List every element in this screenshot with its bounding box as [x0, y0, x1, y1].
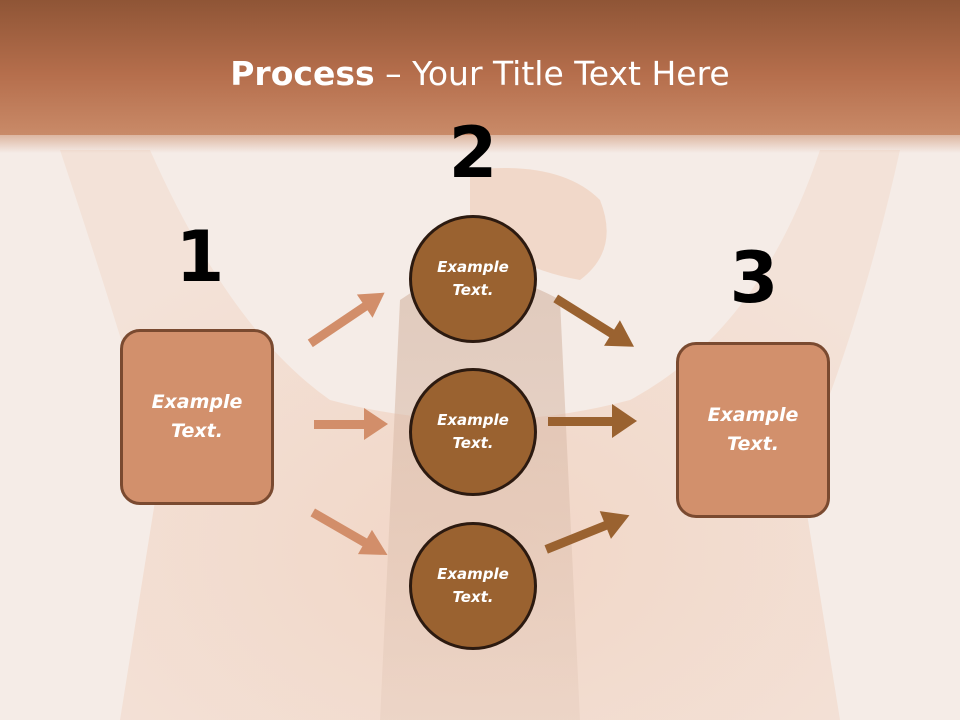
arrow-down-right — [310, 508, 388, 555]
step-2-circle-bottom: Example Text. — [409, 522, 537, 650]
arrow-up-right — [307, 292, 385, 348]
slide-title: Process – Your Title Text Here — [0, 52, 960, 96]
step-number-3: 3 — [729, 237, 779, 319]
step-2-circle-middle: Example Text. — [409, 368, 537, 496]
arrow-right-2 — [548, 404, 637, 438]
step-1-box: Example Text. — [120, 329, 274, 505]
left-arrows — [307, 292, 388, 555]
step-3-label: Example Text. — [707, 404, 799, 455]
circle-top-label: Example Text. — [437, 258, 509, 299]
title-rest: – Your Title Text Here — [374, 54, 730, 93]
step-3-box: Example Text. — [676, 342, 830, 518]
title-band — [0, 0, 960, 153]
title-bold: Process — [230, 54, 375, 93]
circle-middle-label: Example Text. — [437, 411, 509, 452]
step-number-1: 1 — [175, 216, 225, 298]
step-2-circle-top: Example Text. — [409, 215, 537, 343]
arrow-down-right-2 — [553, 294, 635, 347]
circle-bottom-label: Example Text. — [437, 565, 509, 606]
arrow-up-right-2 — [544, 511, 630, 554]
step-1-label: Example Text. — [151, 391, 243, 442]
arrow-right — [314, 408, 388, 440]
right-arrows — [544, 294, 637, 554]
step-number-2: 2 — [448, 112, 498, 194]
